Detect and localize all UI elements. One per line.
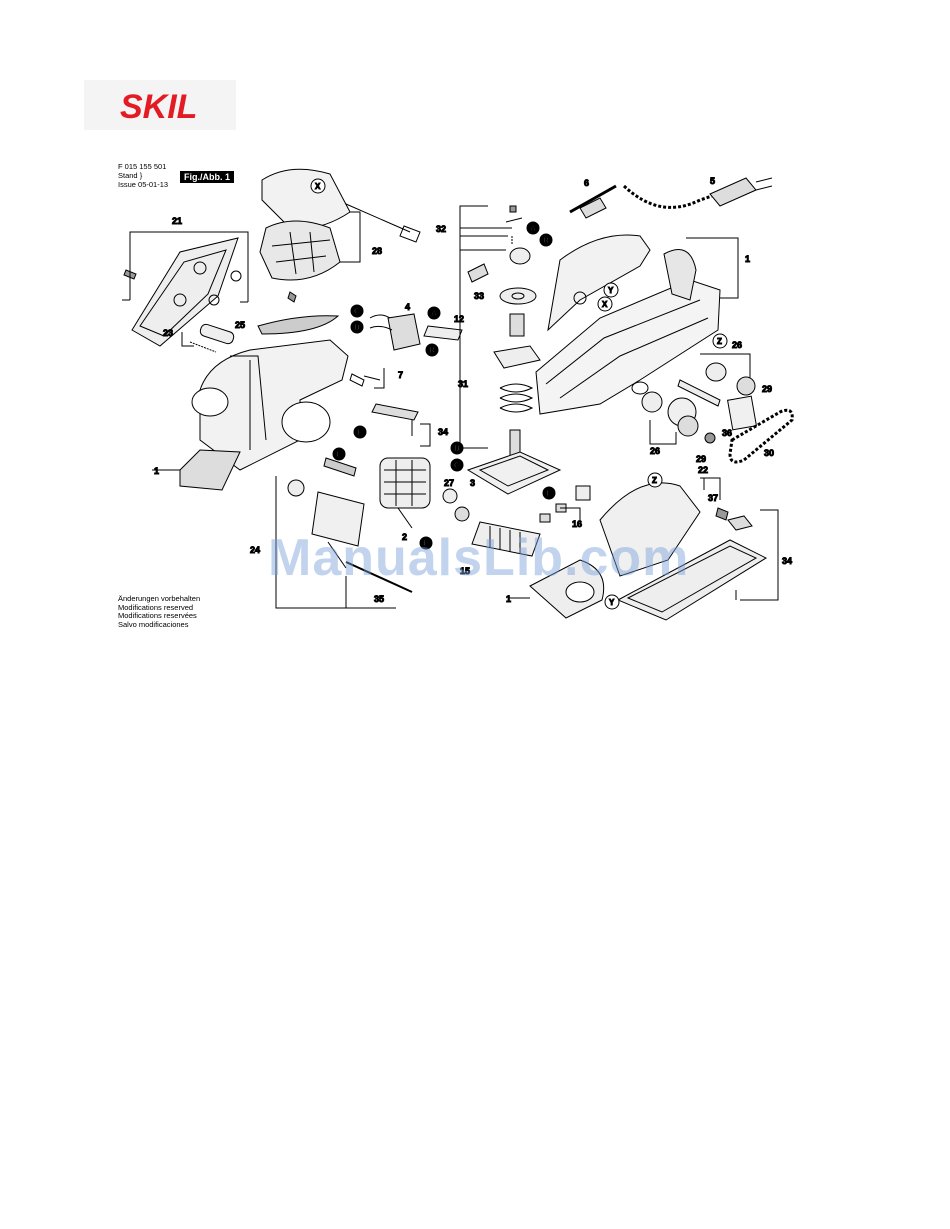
switch-part [370, 314, 462, 350]
svg-text:F: F [336, 450, 341, 459]
part-label-7: 7 [398, 370, 403, 380]
modification-notes: Änderungen vorbehalten Modifications res… [118, 595, 200, 629]
svg-text:X: X [315, 182, 321, 191]
bracket-26-bottom [650, 420, 676, 444]
part-label-12: 12 [454, 314, 464, 324]
part-label-36: 36 [722, 428, 732, 438]
svg-text:Z: Z [652, 476, 657, 485]
spring-and-pin-part [182, 323, 235, 352]
svg-text:X: X [602, 300, 608, 309]
power-cord-part [570, 178, 772, 218]
part-label-5: 5 [710, 176, 715, 186]
svg-text:B: B [543, 236, 549, 245]
part-label-30: 30 [764, 448, 774, 458]
part-label-37: 37 [708, 493, 718, 503]
note-es: Salvo modificaciones [118, 621, 200, 630]
brush-holder-part [372, 404, 418, 436]
bracket-31 [460, 206, 488, 448]
part-label-29-right: 29 [762, 384, 772, 394]
bracket-32-leaders [460, 228, 512, 250]
part-label-35: 35 [374, 594, 384, 604]
svg-text:D: D [454, 444, 460, 453]
part-label-1-right: 1 [745, 254, 750, 264]
depth-knob-assembly [468, 206, 560, 494]
svg-text:C: C [354, 307, 360, 316]
svg-text:E: E [357, 428, 363, 437]
svg-text:Y: Y [608, 286, 614, 295]
part-label-21: 21 [172, 216, 182, 226]
part-label-1-bottom: 1 [506, 594, 511, 604]
svg-text:B: B [429, 346, 435, 355]
motor-housing-part [152, 340, 348, 490]
part-label-25: 25 [235, 320, 245, 330]
part-label-34-middle: 34 [438, 427, 448, 437]
part-label-26-bottom: 26 [650, 446, 660, 456]
part-label-4: 4 [405, 302, 410, 312]
part-label-24: 24 [250, 545, 260, 555]
svg-text:E: E [546, 489, 552, 498]
svg-text:D: D [354, 323, 360, 332]
svg-text:C: C [454, 461, 460, 470]
part-label-29-bottom: 29 [696, 454, 706, 464]
grip-pad-part [258, 316, 338, 334]
part-label-27: 27 [444, 478, 454, 488]
handle-cover-part [260, 169, 420, 302]
bracket-34 [420, 424, 430, 446]
part-label-32: 32 [436, 224, 446, 234]
svg-text:A: A [530, 224, 536, 233]
part-label-31: 31 [458, 379, 468, 389]
svg-text:A: A [431, 309, 437, 318]
part-label-6: 6 [584, 178, 589, 188]
watermark: ManualsLib.com [268, 528, 689, 588]
part-label-26-top: 26 [732, 340, 742, 350]
svg-text:Z: Z [717, 337, 722, 346]
bracket-7 [374, 368, 384, 388]
part-label-33: 33 [474, 291, 484, 301]
svg-text:Y: Y [609, 598, 615, 607]
part-label-3: 3 [470, 478, 475, 488]
part-label-22: 22 [698, 465, 708, 475]
part-label-23: 23 [163, 328, 173, 338]
bracket-28 [340, 212, 360, 262]
pulley-bearing-parts [642, 363, 756, 443]
small-clamp-part [350, 374, 380, 386]
part-label-28: 28 [372, 246, 382, 256]
part-label-34-right: 34 [782, 556, 792, 566]
part-label-1-left: 1 [154, 466, 159, 476]
